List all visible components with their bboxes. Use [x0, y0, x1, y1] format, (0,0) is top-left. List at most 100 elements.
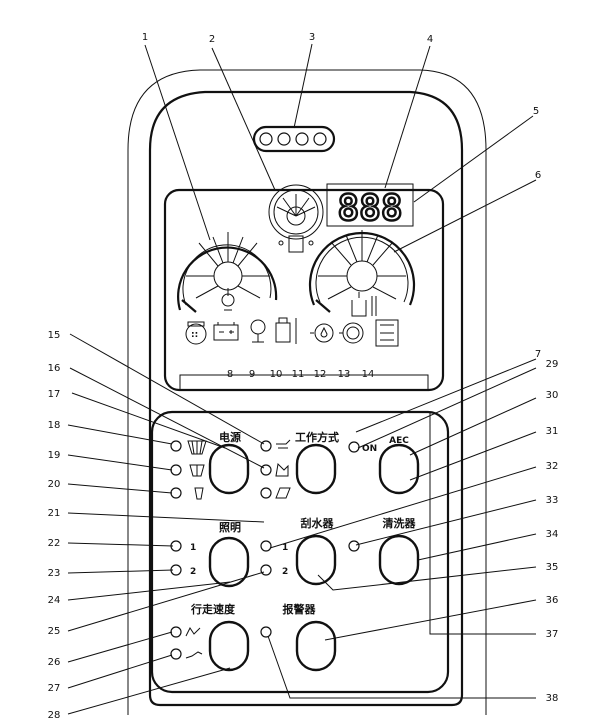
air-filter-clog-icon: [275, 317, 297, 344]
travel-speed-button[interactable]: [208, 620, 250, 672]
travel-led-high: [170, 626, 182, 638]
callout-28: 28: [48, 710, 61, 721]
callout-26: 26: [48, 657, 61, 668]
power-level-mid-icon: [189, 464, 205, 477]
aec-led: [348, 441, 360, 453]
travel-speed-section: 行走速度: [170, 602, 250, 672]
work-mode-section: 工作方式: [260, 430, 339, 499]
wiper-button[interactable]: [295, 534, 337, 586]
power-label: 电源: [219, 430, 241, 444]
washer-button[interactable]: [378, 534, 420, 586]
callout-14: 14: [362, 369, 375, 380]
callout-21: 21: [48, 508, 61, 519]
aec-section: ON AEC: [348, 436, 420, 495]
lifting-mode-icon: [275, 487, 291, 499]
callout-12: 12: [314, 369, 327, 380]
mode-led-3: [260, 487, 272, 499]
callout-8: 8: [227, 369, 233, 380]
on-label: ON: [362, 444, 377, 454]
power-led-3: [170, 487, 182, 499]
eye-light-2: [277, 132, 291, 146]
switch-panel-frame: [150, 410, 450, 694]
eye-light-4: [313, 132, 327, 146]
panel-housing: [127, 69, 487, 715]
digital-readout-digits: 888: [337, 188, 402, 229]
callout-23: 23: [48, 568, 61, 579]
engine-preheat-icon: ::: [185, 321, 207, 345]
callout-25: 25: [48, 626, 61, 637]
alarm-button[interactable]: [295, 620, 337, 672]
wiper-led-1: [260, 540, 272, 552]
callout-36: 36: [546, 595, 559, 606]
svg-text:::: ::: [191, 330, 198, 340]
callout-30: 30: [546, 390, 559, 401]
callout-7: 7: [535, 349, 541, 360]
water-separator-icon: [310, 323, 334, 343]
callout-2: 2: [209, 34, 215, 45]
warning-icons-row: ::: [185, 317, 399, 347]
callout-13: 13: [338, 369, 351, 380]
display-screen: [163, 188, 445, 392]
power-led-2: [170, 464, 182, 476]
digging-mode-icon: [276, 439, 291, 449]
callout-33: 33: [546, 495, 559, 506]
hydraulic-oil-temperature-gauge: [308, 230, 416, 317]
power-section: 电源: [170, 430, 250, 500]
callout-37: 37: [546, 629, 559, 640]
callout-27: 27: [48, 683, 61, 694]
mode-led-1: [260, 440, 272, 452]
callout-1: 1: [142, 32, 148, 43]
thermometer-icon: [221, 288, 235, 311]
callout-34: 34: [546, 529, 559, 540]
light-1-label: 1: [190, 543, 196, 553]
callout-16: 16: [48, 363, 61, 374]
battery-charge-icon: [213, 322, 239, 341]
callout-3: 3: [309, 32, 315, 43]
coolant-temperature-gauge: [177, 232, 278, 313]
light-button[interactable]: [208, 536, 250, 588]
turtle-icon: [185, 651, 203, 659]
washer-label: 清洗器: [383, 516, 417, 530]
wiper-1-label: 1: [282, 543, 288, 553]
callout-18: 18: [48, 420, 61, 431]
hydraulic-oil-icon: [351, 292, 377, 317]
work-mode-button[interactable]: [295, 443, 337, 495]
overheat-gear-icon: [339, 322, 364, 344]
indicator-eye-lights: [252, 125, 336, 153]
callout-17: 17: [48, 389, 61, 400]
alarm-label: 报警器: [283, 602, 317, 616]
callout-35: 35: [546, 562, 559, 573]
aec-label: AEC: [389, 436, 409, 446]
callout-5: 5: [533, 106, 539, 117]
power-level-low-icon: [194, 487, 204, 500]
engine-oil-pressure-icon: [250, 319, 266, 343]
callout-31: 31: [546, 426, 559, 437]
callout-19: 19: [48, 450, 61, 461]
wiper-section: 刮水器 1 2: [260, 516, 337, 586]
work-mode-label: 工作方式: [295, 430, 339, 444]
callout-38: 38: [546, 693, 559, 704]
leader-lines: [67, 43, 537, 715]
callout-32: 32: [546, 461, 559, 472]
light-section: 照明 1 2: [170, 521, 250, 588]
callout-9: 9: [249, 369, 255, 380]
icon-numbers: 8 9 10 11 12 13 14: [227, 369, 375, 380]
callout-10: 10: [270, 369, 283, 380]
rabbit-icon: [185, 627, 201, 637]
callout-20: 20: [48, 479, 61, 490]
digital-readout: 888: [326, 183, 414, 230]
callout-29: 29: [546, 359, 559, 370]
power-button[interactable]: [208, 443, 250, 495]
callout-4: 4: [427, 34, 433, 45]
fuel-gauge: [268, 184, 324, 253]
wiper-2-label: 2: [282, 567, 288, 577]
eye-light-3: [295, 132, 309, 146]
travel-led-low: [170, 648, 182, 660]
wiper-label: 刮水器: [301, 516, 335, 530]
aec-button[interactable]: [378, 443, 420, 495]
light-2-label: 2: [190, 567, 196, 577]
callout-6: 6: [535, 170, 541, 181]
alarm-led: [260, 626, 272, 638]
fuel-icon: [288, 235, 304, 253]
